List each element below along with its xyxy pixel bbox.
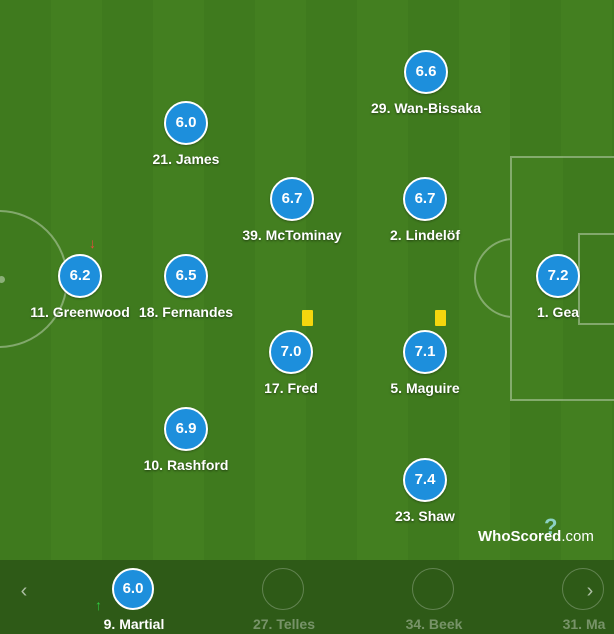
rating-badge: 6.0 [164, 101, 208, 145]
bench-player-ma[interactable]: 31. Ma [524, 560, 614, 634]
player-name: 31. Ma [562, 616, 606, 632]
player-name: 34. Beek [405, 616, 463, 632]
whoscored-watermark: WhoScored.com [478, 528, 608, 550]
player-fred[interactable]: 7.0 17. Fred [221, 330, 361, 400]
player-name: 1. Gea [536, 304, 580, 320]
player-mctominay[interactable]: 6.7 39. McTominay [222, 177, 362, 247]
chevron-left-icon[interactable]: ‹ [20, 580, 28, 602]
chevron-right-icon[interactable]: › [586, 580, 594, 602]
center-spot [0, 276, 5, 283]
player-rashford[interactable]: 6.9 10. Rashford [116, 407, 256, 477]
watermark-brand: WhoScored [478, 528, 562, 545]
rating-badge: 7.0 [269, 330, 313, 374]
sub-off-arrow-icon: ↓ [89, 235, 96, 251]
player-name: 2. Lindelöf [390, 227, 460, 243]
rating-badge: 7.4 [403, 458, 447, 502]
player-shaw[interactable]: 7.4 23. Shaw [355, 458, 495, 528]
player-fernandes[interactable]: 6.5 18. Fernandes [116, 254, 256, 324]
yellow-card-icon [302, 310, 313, 326]
player-name: 9. Martial [103, 616, 165, 632]
player-name: 29. Wan-Bissaka [371, 100, 481, 116]
player-name: 39. McTominay [242, 227, 342, 243]
rating-badge: 6.5 [164, 254, 208, 298]
player-james[interactable]: 6.0 21. James [116, 101, 256, 171]
rating-badge [562, 568, 604, 610]
player-name: 11. Greenwood [30, 304, 130, 320]
player-name: 21. James [152, 151, 220, 167]
rating-badge: 6.7 [270, 177, 314, 221]
rating-badge: 6.9 [164, 407, 208, 451]
rating-badge: 6.0 [112, 568, 154, 610]
player-name: 27. Telles [252, 616, 315, 632]
player-wan-bissaka[interactable]: 6.6 29. Wan-Bissaka [356, 50, 496, 120]
player-name: 18. Fernandes [138, 304, 234, 320]
rating-badge: 6.6 [404, 50, 448, 94]
yellow-card-icon [435, 310, 446, 326]
rating-badge [262, 568, 304, 610]
player-maguire[interactable]: 7.1 5. Maguire [355, 330, 495, 400]
bench-player-beek[interactable]: 34. Beek [374, 560, 494, 634]
bench-player-martial[interactable]: 6.0 9. Martial [74, 560, 194, 634]
substitutes-bench: 6.0 9. Martial ↑ 27. Telles 34. Beek 31.… [0, 560, 614, 634]
player-name: 10. Rashford [143, 457, 229, 473]
whoscored-logo-icon: ? [544, 514, 558, 539]
player-lindelof[interactable]: 6.7 2. Lindelöf [355, 177, 495, 247]
bench-player-telles[interactable]: 27. Telles [224, 560, 344, 634]
pitch: 6.6 29. Wan-Bissaka 6.0 21. James 6.7 39… [0, 0, 614, 560]
player-name: 23. Shaw [395, 508, 455, 524]
player-name: 5. Maguire [390, 380, 460, 396]
rating-badge: 7.1 [403, 330, 447, 374]
sub-on-arrow-icon: ↑ [95, 597, 102, 613]
rating-badge: 7.2 [536, 254, 580, 298]
player-greenwood[interactable]: 6.2 11. Greenwood [10, 254, 150, 324]
player-de-gea[interactable]: 7.2 1. Gea [488, 254, 614, 324]
rating-badge: 6.7 [403, 177, 447, 221]
watermark-domain: .com [561, 528, 594, 545]
player-name: 17. Fred [264, 380, 318, 396]
rating-badge [412, 568, 454, 610]
rating-badge: 6.2 [58, 254, 102, 298]
